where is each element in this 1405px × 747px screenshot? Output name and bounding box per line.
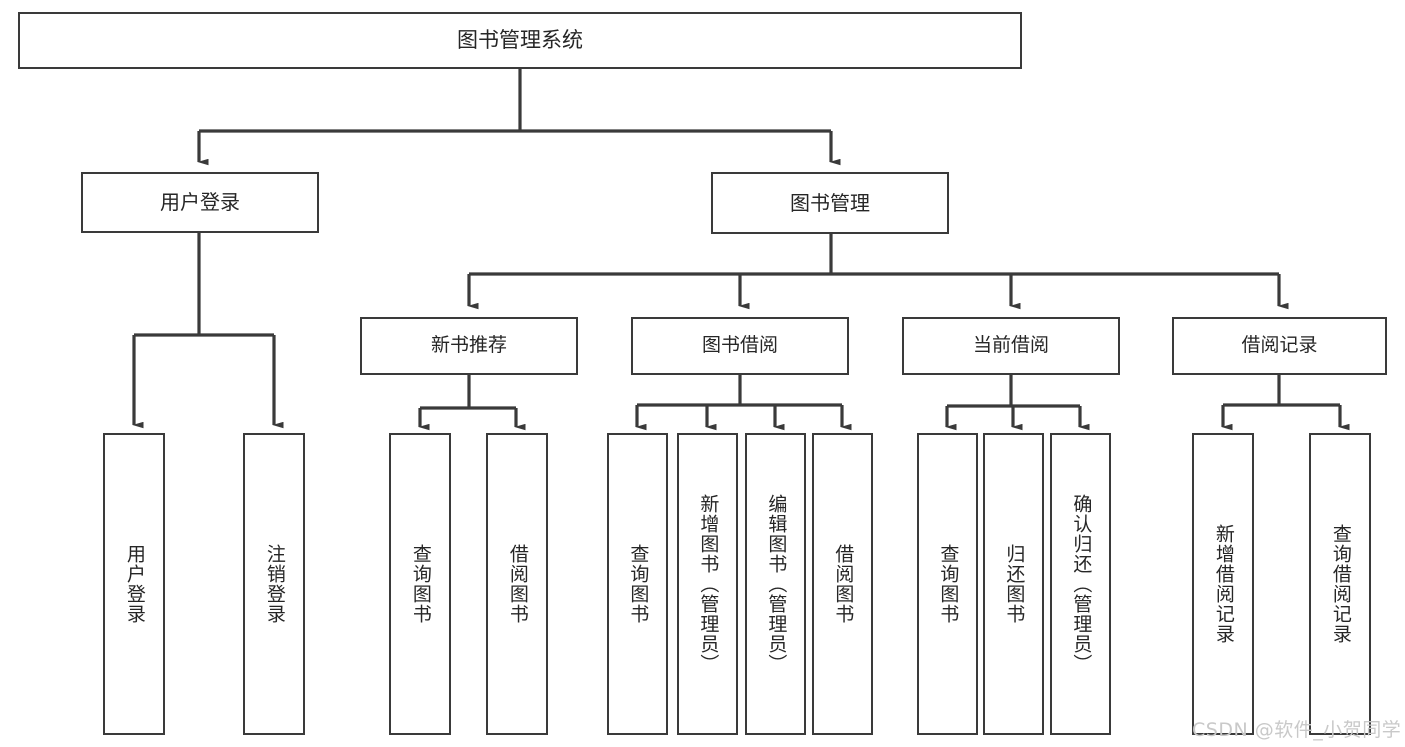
leaf-borrow-book-borrow[interactable]: 借阅图书 [812, 433, 873, 735]
leaf-query-book-current[interactable]: 查询图书 [917, 433, 978, 735]
leaf-edit-book-admin[interactable]: 编辑图书（管理员） [745, 433, 806, 735]
leaf-user-login[interactable]: 用户登录 [103, 433, 165, 735]
node-borrow-record[interactable]: 借阅记录 [1172, 317, 1387, 375]
leaf-borrow-book-recommend[interactable]: 借阅图书 [486, 433, 548, 735]
node-user-login[interactable]: 用户登录 [81, 172, 319, 233]
leaf-label: 编辑图书（管理员） [765, 494, 788, 674]
leaf-label: 注销登录 [263, 544, 286, 624]
leaf-label: 查询图书 [409, 544, 432, 624]
leaf-label: 查询图书 [627, 544, 650, 624]
leaf-label: 借阅图书 [832, 544, 855, 624]
leaf-label: 归还图书 [1003, 544, 1026, 624]
leaf-label: 新增借阅记录 [1212, 524, 1235, 644]
node-new-book-recommend[interactable]: 新书推荐 [360, 317, 578, 375]
csdn-watermark: CSDN @软件_小贺同学 [1192, 719, 1402, 741]
node-book-borrow[interactable]: 图书借阅 [631, 317, 849, 375]
leaf-add-book-admin[interactable]: 新增图书（管理员） [677, 433, 738, 735]
leaf-add-borrow-record[interactable]: 新增借阅记录 [1192, 433, 1254, 735]
node-book-management[interactable]: 图书管理 [711, 172, 949, 234]
leaf-label: 新增图书（管理员） [697, 494, 720, 674]
node-root-system[interactable]: 图书管理系统 [18, 12, 1022, 69]
leaf-query-book-borrow[interactable]: 查询图书 [607, 433, 668, 735]
leaf-query-book-recommend[interactable]: 查询图书 [389, 433, 451, 735]
leaf-query-borrow-record[interactable]: 查询借阅记录 [1309, 433, 1371, 735]
leaf-return-book[interactable]: 归还图书 [983, 433, 1044, 735]
leaf-confirm-return-admin[interactable]: 确认归还（管理员） [1050, 433, 1111, 735]
leaf-label: 确认归还（管理员） [1070, 494, 1093, 674]
node-current-borrow[interactable]: 当前借阅 [902, 317, 1120, 375]
leaf-label: 用户登录 [123, 544, 146, 624]
leaf-label: 查询图书 [937, 544, 960, 624]
leaf-label: 借阅图书 [506, 544, 529, 624]
leaf-label: 查询借阅记录 [1329, 524, 1352, 644]
leaf-logout-login[interactable]: 注销登录 [243, 433, 305, 735]
